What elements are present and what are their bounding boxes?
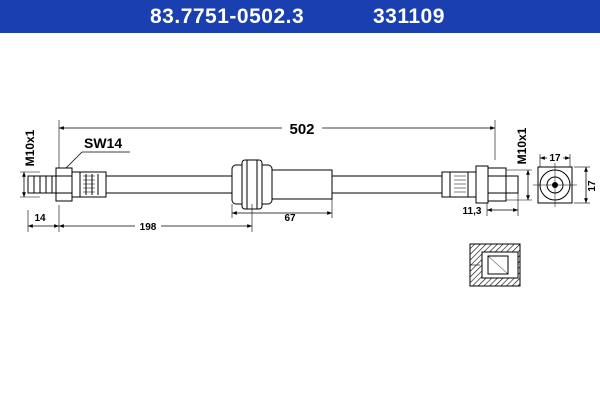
end-offset-label: 11,3 — [463, 206, 482, 217]
reference-number: 331109 — [373, 5, 445, 28]
bottom-dimensions: 14 198 67 11,3 — [27, 193, 519, 233]
right-fitting — [441, 165, 519, 204]
width-b-label: 17 — [587, 180, 598, 192]
left-thread-label: M10x1 — [23, 129, 37, 166]
to-middle-label: 198 — [140, 222, 157, 233]
total-length-label: 502 — [289, 121, 314, 138]
wrench-size-callout: SW14 — [65, 135, 130, 169]
middle-length-label: 67 — [284, 213, 296, 224]
section-detail — [469, 243, 521, 287]
left-fitting — [27, 167, 107, 202]
end-view: 17 17 — [533, 151, 598, 207]
middle-bracket — [231, 159, 333, 210]
width-a-label: 17 — [549, 153, 561, 164]
right-thread-dimension: M10x1 — [506, 127, 532, 201]
left-thread-dimension: M10x1 — [20, 129, 40, 198]
part-number: 83.7751-0502.3 — [150, 5, 305, 28]
wrench-size-label: SW14 — [84, 135, 122, 151]
end-length-label: 14 — [34, 213, 46, 224]
total-length-dimension: 502 — [58, 118, 496, 170]
right-thread-label: M10x1 — [515, 127, 529, 164]
title-bar: 83.7751-0502.3 331109 — [0, 0, 600, 33]
